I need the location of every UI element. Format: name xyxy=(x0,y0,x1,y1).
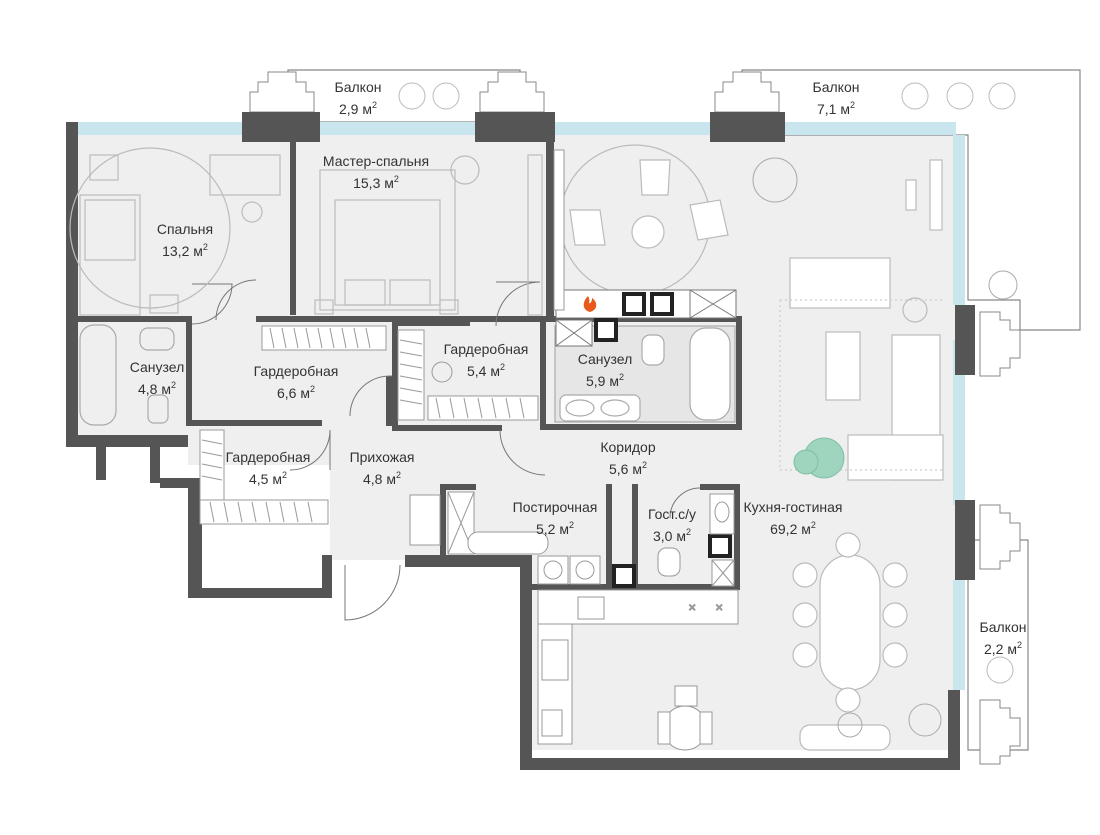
svg-text:✕: ✕ xyxy=(715,603,723,614)
label-wardrobe-1: Гардеробная 6,6 м2 xyxy=(254,363,339,401)
label-hallway: Прихожая 4,8 м2 xyxy=(350,449,415,487)
wardrobe-shelving xyxy=(199,325,539,525)
doors xyxy=(191,279,701,621)
label-balcony-3: Балкон 2,2 м2 xyxy=(980,619,1027,657)
room-name: Гост.с/у xyxy=(648,506,696,522)
label-master-bedroom: Мастер-спальня 15,3 м2 xyxy=(323,153,429,191)
room-name: Коридор xyxy=(600,439,656,455)
room-area: 4,8 м2 xyxy=(138,380,176,397)
room-area: 2,9 м2 xyxy=(339,100,377,117)
room-area: 5,4 м2 xyxy=(467,362,505,379)
apartment-floor xyxy=(76,135,960,750)
label-bathroom-1: Санузел 4,8 м2 xyxy=(130,359,185,397)
room-name: Гардеробная xyxy=(444,341,529,357)
room-area: 7,1 м2 xyxy=(817,100,855,117)
label-wardrobe-3: Гардеробная 4,5 м2 xyxy=(226,449,311,487)
room-name: Балкон xyxy=(980,619,1027,635)
balcony-furniture xyxy=(398,82,1016,684)
room-area: 4,5 м2 xyxy=(249,470,287,487)
living-room-furniture xyxy=(559,144,945,481)
label-bathroom-2: Санузел 5,9 м2 xyxy=(578,351,633,389)
ventilation-shafts xyxy=(594,292,732,588)
plants xyxy=(752,157,1018,738)
room-area: 15,3 м2 xyxy=(353,174,399,191)
room-area: 2,2 м2 xyxy=(984,640,1022,657)
room-name: Санузел xyxy=(578,351,633,367)
label-balcony-2: Балкон 7,1 м2 xyxy=(813,79,860,117)
bedroom-furniture xyxy=(69,147,281,316)
kitchen-counters: ✕ ✕ xyxy=(537,589,739,751)
master-bedroom-furniture xyxy=(314,154,543,316)
room-name: Гардеробная xyxy=(226,449,311,465)
label-bedroom: Спальня 13,2 м2 xyxy=(157,221,213,259)
room-name: Балкон xyxy=(813,79,860,95)
label-laundry: Постирочная 5,2 м2 xyxy=(513,499,598,537)
room-labels: Балкон 2,9 м2 Балкон 7,1 м2 Мастер-спаль… xyxy=(130,79,1027,657)
room-name: Балкон xyxy=(335,79,382,95)
facade-piers xyxy=(249,71,1021,765)
label-kitchen-living: Кухня-гостиная 69,2 м2 xyxy=(743,499,842,537)
room-area: 69,2 м2 xyxy=(770,520,816,537)
bathroom-1-furniture xyxy=(79,324,175,426)
room-name: Мастер-спальня xyxy=(323,153,429,169)
room-name: Гардеробная xyxy=(254,363,339,379)
label-corridor: Коридор 5,6 м2 xyxy=(600,439,656,477)
room-name: Санузел xyxy=(130,359,185,375)
room-area: 13,2 м2 xyxy=(162,242,208,259)
walls xyxy=(66,112,975,770)
room-area: 6,6 м2 xyxy=(277,384,315,401)
label-wardrobe-2: Гардеробная 5,4 м2 xyxy=(444,341,529,379)
room-name: Спальня xyxy=(157,221,213,237)
laundry-furniture xyxy=(409,149,735,587)
room-area: 3,0 м2 xyxy=(653,527,691,544)
room-area: 5,2 м2 xyxy=(536,520,574,537)
svg-text:✕: ✕ xyxy=(688,603,696,614)
label-guest-wc: Гост.с/у 3,0 м2 xyxy=(648,506,696,544)
room-area: 5,6 м2 xyxy=(609,460,647,477)
room-name: Постирочная xyxy=(513,499,598,515)
room-name: Кухня-гостиная xyxy=(743,499,842,515)
label-balcony-1: Балкон 2,9 м2 xyxy=(335,79,382,117)
room-area: 5,9 м2 xyxy=(586,372,624,389)
room-area: 4,8 м2 xyxy=(363,470,401,487)
stove-flame-icon xyxy=(583,296,597,312)
room-name: Прихожая xyxy=(350,449,415,465)
dining-set xyxy=(792,532,908,751)
